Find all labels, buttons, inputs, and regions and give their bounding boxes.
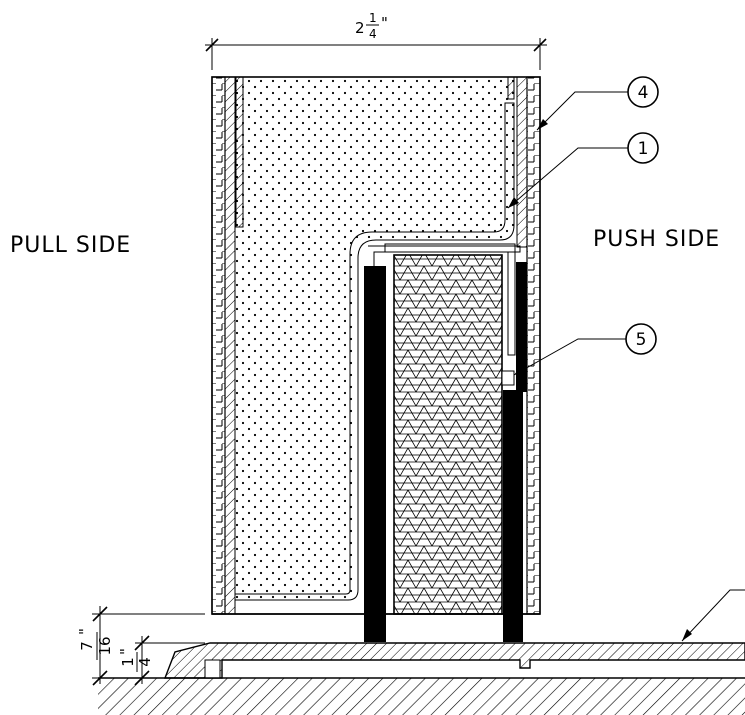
width-dimension: 2 1 4 ": [205, 11, 547, 70]
threshold-leader: [681, 589, 745, 642]
gasket-push-upper: [516, 262, 527, 392]
push-face-skin: [526, 76, 541, 615]
callout-threshold: [681, 589, 745, 642]
width-mark: ": [381, 14, 388, 32]
width-den: 4: [369, 27, 377, 41]
top-clip: [507, 76, 515, 100]
gap-sill-num: 1: [119, 657, 137, 667]
door-core: [235, 77, 517, 600]
callout-1-number: 1: [638, 139, 649, 159]
inner-channel: [235, 102, 515, 601]
gap-sill-mark: ": [117, 648, 135, 655]
width-whole: 2: [355, 19, 365, 37]
retainer-leg: [384, 243, 516, 356]
callout-1: 1: [507, 132, 659, 209]
pull-face-liner: [224, 76, 236, 615]
gap-total-num: 7: [78, 641, 96, 651]
callout-1-leader: [507, 147, 628, 209]
gap-total-mark: ": [76, 628, 94, 635]
gap-dimensions: 7 " 16 1 " 4: [76, 606, 205, 686]
seal-assembly: [364, 243, 527, 642]
width-num: 1: [369, 11, 377, 25]
callout-4: 4: [536, 76, 659, 131]
sweep-insert: [393, 254, 503, 615]
threshold: [163, 642, 745, 679]
callout-5-leader: [513, 338, 626, 376]
door-panel: [211, 76, 541, 615]
callout-4-leader: [536, 91, 628, 131]
callout-5-number: 5: [636, 330, 647, 350]
floor-slab: [98, 678, 745, 715]
callout-5: 5: [513, 323, 657, 376]
pull-face-skin: [211, 76, 226, 615]
seal-notch: [501, 370, 515, 386]
edge-reinforcement: [235, 76, 244, 228]
gasket-push: [503, 390, 523, 642]
threshold-floor: [98, 642, 745, 715]
gap-total-den: 16: [96, 636, 114, 655]
threshold-lip: [204, 659, 221, 679]
callout-4-number: 4: [638, 83, 649, 103]
gap-sill-den: 4: [136, 657, 154, 667]
push-side-label: PUSH SIDE: [593, 227, 720, 252]
pull-side-label: PULL SIDE: [10, 233, 131, 258]
gasket-pull: [364, 266, 386, 642]
push-face-liner: [516, 76, 528, 248]
